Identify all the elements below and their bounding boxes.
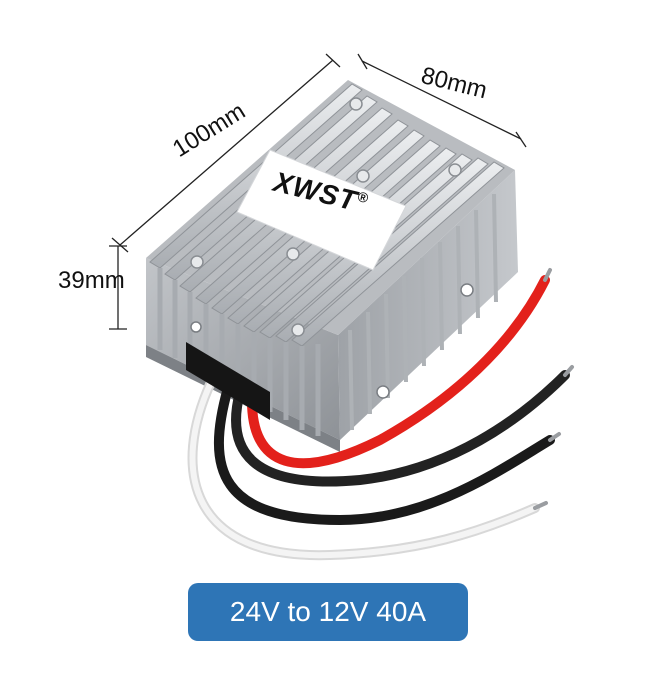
black-wire-1 [213,383,555,526]
wire-tips [533,268,574,510]
screw-holes [190,97,462,337]
spec-caption-badge: 24V to 12V 40A [188,583,468,641]
wires [187,275,570,561]
red-wire [246,275,550,469]
wire-grommet [186,342,270,420]
brand-label-plate [236,149,407,271]
black-wire-2 [231,370,570,487]
height-dimension-label: 39mm [58,267,125,294]
dimension-lines [109,53,527,330]
spec-caption-text: 24V to 12V 40A [229,596,427,627]
